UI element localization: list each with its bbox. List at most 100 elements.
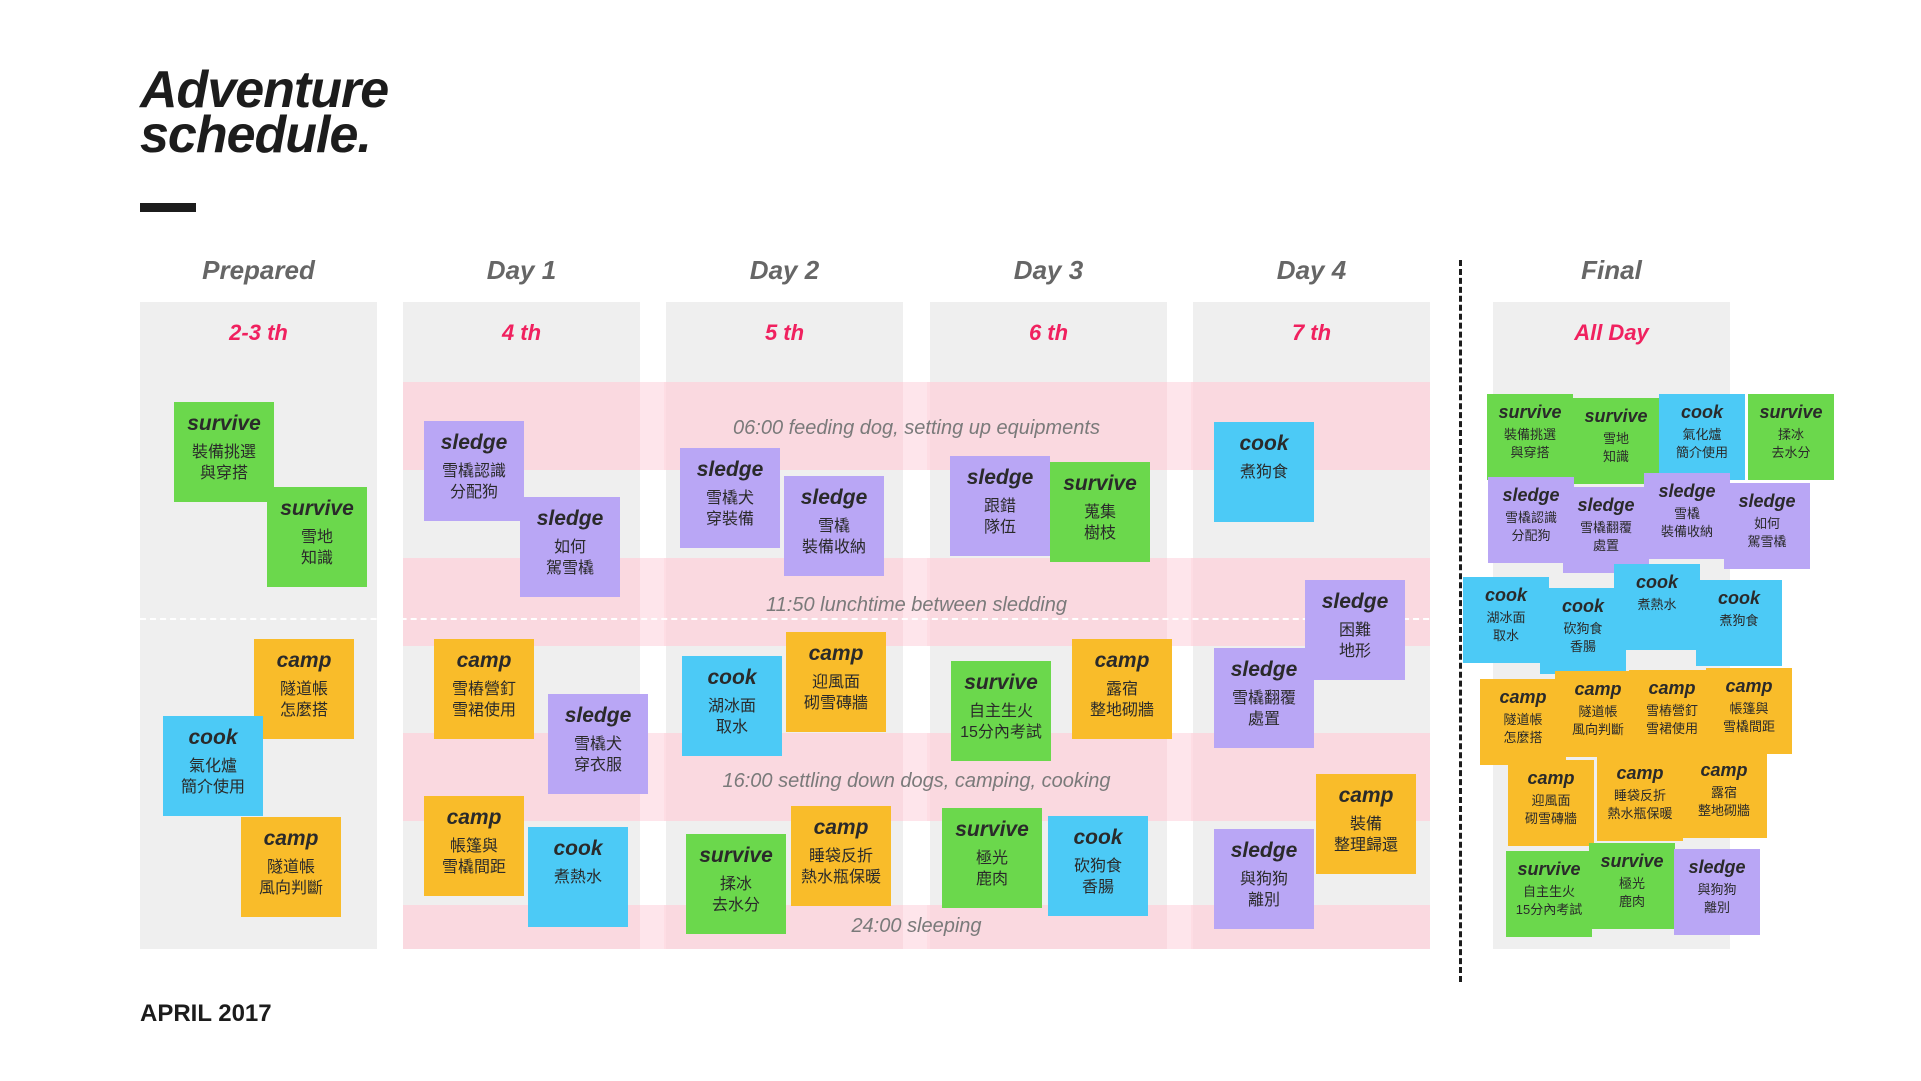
note-desc: 砍狗食 香腸 — [1563, 621, 1603, 654]
note-tag: cook — [188, 726, 238, 749]
column-date: 4 th — [501, 320, 542, 345]
column-date: 6 th — [1028, 320, 1069, 345]
sticky-note-survive: survive 自主生火 15分內考試 — [1506, 851, 1592, 937]
note-tag: camp — [1700, 760, 1748, 780]
note-tag: sledge — [564, 704, 632, 727]
note-desc: 雪橇認識 分配狗 — [441, 463, 506, 501]
column-date: 2-3 th — [229, 320, 288, 345]
sticky-note-camp: camp 裝備 整理歸還 — [1316, 774, 1416, 874]
note-tag: sledge — [800, 486, 868, 509]
column-header: Day 2 — [749, 255, 820, 285]
note-tag: camp — [813, 816, 869, 839]
note-desc: 睡袋反折 熱水瓶保暖 — [1607, 788, 1673, 821]
note-desc: 湖冰面 取水 — [1486, 610, 1526, 643]
page-title: Adventure schedule. — [140, 61, 389, 164]
sticky-note-cook: cook 煮狗食 — [1696, 580, 1782, 666]
note-desc: 雪橇翻覆 處置 — [1231, 690, 1296, 728]
note-desc: 迎風面 砌雪磚牆 — [1524, 793, 1577, 826]
time-label: 11:50 lunchtime between sledding — [766, 594, 1067, 616]
note-desc: 煮狗食 — [1239, 464, 1288, 481]
note-desc: 湖冰面 取水 — [707, 698, 756, 736]
note-tag: sledge — [1738, 491, 1796, 511]
note-tag: survive — [280, 497, 354, 520]
column-date: 5 th — [764, 320, 805, 345]
sticky-note-camp: camp 雪樁營釘 雪裙使用 — [434, 639, 534, 739]
note-tag: sledge — [1658, 481, 1716, 501]
sticky-note-sledge: sledge 如何 駕雪橇 — [1724, 483, 1810, 569]
note-desc: 雪樁營釘 雪裙使用 — [1645, 703, 1698, 736]
note-desc: 雪橇 裝備收納 — [801, 518, 866, 556]
column-header: Day 4 — [1276, 255, 1347, 285]
note-desc: 雪地 知識 — [1602, 431, 1629, 464]
note-desc: 雪橇認識 分配狗 — [1504, 510, 1557, 543]
sticky-note-sledge: sledge 雪橇認識 分配狗 — [424, 421, 524, 521]
column-date: All Day — [1574, 320, 1649, 345]
note-tag: camp — [263, 827, 319, 850]
note-tag: camp — [1338, 784, 1394, 807]
note-tag: survive — [1600, 851, 1664, 871]
sticky-note-camp: camp 隧道帳 怎麼搭 — [254, 639, 354, 739]
note-tag: camp — [456, 649, 512, 672]
note-tag: camp — [1094, 649, 1150, 672]
note-desc: 如何 駕雪橇 — [1747, 516, 1787, 549]
note-desc: 揉冰 去水分 — [711, 876, 760, 914]
time-label: 16:00 settling down dogs, camping, cooki… — [722, 770, 1111, 792]
note-tag: sledge — [1577, 495, 1635, 515]
note-tag: cook — [1239, 432, 1289, 455]
horizontal-divider — [140, 618, 1820, 620]
note-desc: 裝備 整理歸還 — [1333, 816, 1398, 854]
note-desc: 睡袋反折 熱水瓶保暖 — [800, 848, 881, 886]
note-desc: 與狗狗 離別 — [1239, 871, 1288, 909]
time-label: 06:00 feeding dog, setting up equipments — [733, 417, 1100, 439]
note-tag: survive — [964, 671, 1038, 694]
sticky-note-sledge: sledge 雪橇認識 分配狗 — [1488, 477, 1574, 563]
note-tag: sledge — [440, 431, 508, 454]
note-desc: 困難 地形 — [1338, 622, 1371, 660]
note-tag: sledge — [1502, 485, 1560, 505]
note-desc: 煮狗食 — [1719, 613, 1759, 628]
note-desc: 露宿 整地砌牆 — [1089, 681, 1154, 719]
note-desc: 極光 鹿肉 — [975, 850, 1008, 888]
note-desc: 迎風面 砌雪磚牆 — [803, 674, 868, 712]
note-tag: camp — [1725, 676, 1773, 696]
note-desc: 露宿 整地砌牆 — [1697, 785, 1750, 818]
note-tag: survive — [1759, 402, 1823, 422]
note-desc: 隧道帳 風向判斷 — [1571, 704, 1624, 737]
note-tag: cook — [1717, 588, 1760, 608]
note-desc: 雪橇翻覆 處置 — [1579, 520, 1632, 553]
note-tag: cook — [1561, 596, 1604, 616]
note-desc: 隧道帳 怎麼搭 — [279, 681, 328, 719]
note-tag: survive — [1498, 402, 1562, 422]
sticky-note-cook: cook 煮狗食 — [1214, 422, 1314, 522]
sticky-note-sledge: sledge 雪橇翻覆 處置 — [1563, 487, 1649, 573]
note-desc: 雪地 知識 — [300, 529, 333, 567]
note-tag: camp — [276, 649, 332, 672]
note-tag: sledge — [1688, 857, 1746, 877]
note-desc: 雪樁營釘 雪裙使用 — [451, 681, 516, 719]
note-tag: cook — [553, 837, 603, 860]
note-tag: sledge — [1230, 839, 1298, 862]
note-tag: camp — [1527, 768, 1575, 788]
note-desc: 雪橇犬 穿衣服 — [573, 736, 622, 774]
note-desc: 自主生火 15分內考試 — [1515, 884, 1583, 917]
column-date: 7 th — [1291, 320, 1332, 345]
note-tag: camp — [1499, 687, 1547, 707]
note-tag: cook — [707, 666, 757, 689]
note-tag: camp — [446, 806, 502, 829]
note-tag: survive — [1517, 859, 1581, 879]
note-desc: 雪橇犬 穿裝備 — [705, 490, 754, 528]
